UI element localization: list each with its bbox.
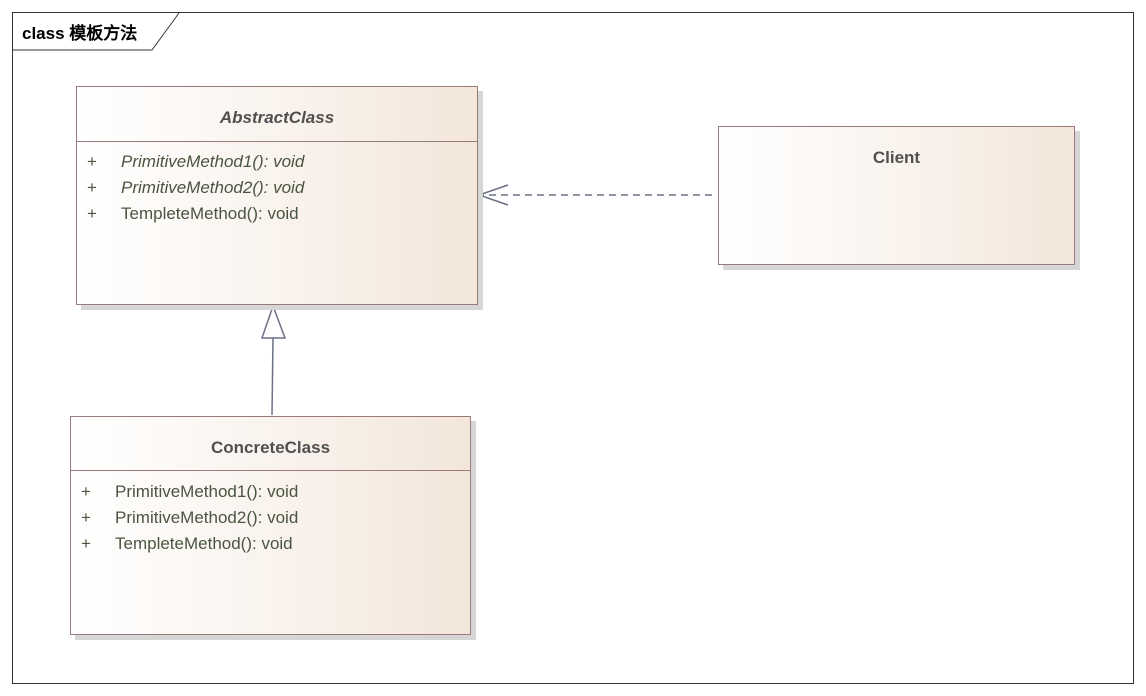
class-separator bbox=[77, 141, 477, 142]
operation-primitive-method-2[interactable]: + PrimitiveMethod2(): void bbox=[77, 178, 477, 204]
class-concrete[interactable]: ConcreteClass + PrimitiveMethod1(): void… bbox=[70, 416, 471, 635]
frame-label: class 模板方法 bbox=[22, 19, 137, 44]
operation-signature: PrimitiveMethod1(): void bbox=[121, 152, 305, 171]
frame-name: 模板方法 bbox=[69, 24, 138, 44]
visibility-marker: + bbox=[87, 178, 97, 197]
visibility-marker: + bbox=[87, 152, 97, 171]
dependency-connector[interactable] bbox=[476, 184, 712, 206]
operations-list: + PrimitiveMethod1(): void + PrimitiveMe… bbox=[71, 482, 470, 560]
visibility-marker: + bbox=[81, 482, 91, 501]
class-client[interactable]: Client bbox=[718, 126, 1075, 265]
operation-templete-method[interactable]: + TempleteMethod(): void bbox=[71, 534, 470, 560]
class-name-abstract: AbstractClass bbox=[219, 108, 335, 127]
class-separator bbox=[71, 470, 470, 471]
diagram-frame bbox=[12, 12, 1134, 684]
operation-signature: TempleteMethod(): void bbox=[115, 534, 293, 553]
operation-primitive-method-1[interactable]: + PrimitiveMethod1(): void bbox=[71, 482, 470, 508]
visibility-marker: + bbox=[81, 508, 91, 527]
operation-signature: PrimitiveMethod2(): void bbox=[121, 178, 305, 197]
class-name-concrete: ConcreteClass bbox=[210, 438, 331, 457]
frame-tab bbox=[12, 12, 182, 52]
generalization-connector[interactable] bbox=[260, 303, 287, 416]
class-name-client: Client bbox=[872, 148, 921, 167]
operation-templete-method[interactable]: + TempleteMethod(): void bbox=[77, 204, 477, 230]
class-abstract[interactable]: AbstractClass + PrimitiveMethod1(): void… bbox=[76, 86, 478, 305]
visibility-marker: + bbox=[87, 204, 97, 223]
operations-list: + PrimitiveMethod1(): void + PrimitiveMe… bbox=[77, 152, 477, 230]
operation-signature: PrimitiveMethod1(): void bbox=[115, 482, 299, 501]
frame-keyword: class bbox=[22, 24, 65, 43]
visibility-marker: + bbox=[81, 534, 91, 553]
operation-signature: TempleteMethod(): void bbox=[121, 204, 299, 223]
operation-primitive-method-1[interactable]: + PrimitiveMethod1(): void bbox=[77, 152, 477, 178]
operation-primitive-method-2[interactable]: + PrimitiveMethod2(): void bbox=[71, 508, 470, 534]
operation-signature: PrimitiveMethod2(): void bbox=[115, 508, 299, 527]
